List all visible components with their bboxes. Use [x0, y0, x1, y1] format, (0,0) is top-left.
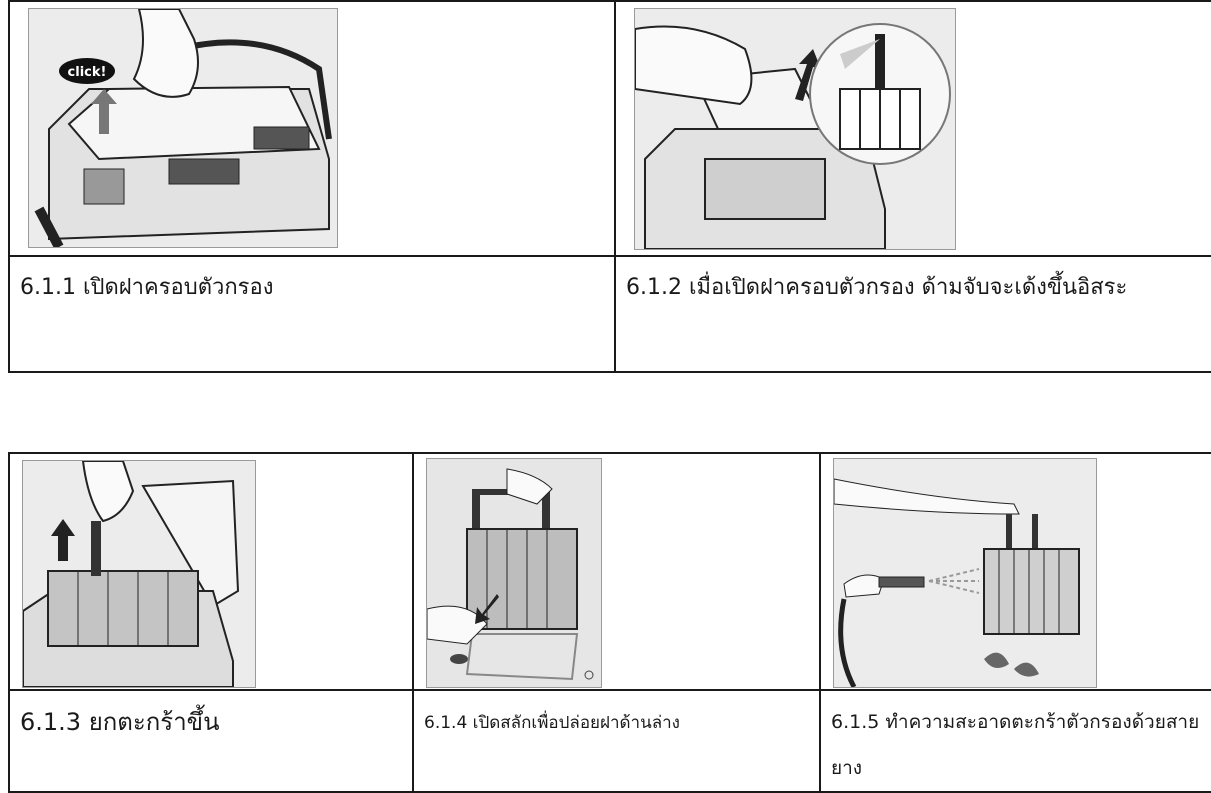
hose-clean-illustration: [834, 459, 1096, 687]
step-611-caption: 6.1.1 เปิดฝาครอบตัวกรอง: [20, 275, 274, 300]
step-611-image-cell: click!: [8, 0, 616, 257]
step-615-caption-cell: 6.1.5 ทำความสะอาดตะกร้าตัวกรองด้วยสายยาง: [819, 689, 1211, 793]
step-611-caption-cell: 6.1.1 เปิดฝาครอบตัวกรอง: [8, 255, 616, 373]
step-611-illustration: click!: [28, 8, 338, 248]
step-612-caption-cell: 6.1.2 เมื่อเปิดฝาครอบตัวกรอง ด้ามจับจะเด…: [614, 255, 1211, 373]
instruction-table-top: click!: [8, 0, 1211, 373]
step-614-caption-cell: 6.1.4 เปิดสลักเพื่อปล่อยฝาด้านล่าง: [412, 689, 821, 793]
handle-pops-up-illustration: [635, 9, 955, 249]
step-614-illustration: [426, 458, 602, 688]
step-615-image-cell: [819, 452, 1211, 691]
open-latch-illustration: [427, 459, 601, 687]
lift-basket-illustration: [23, 461, 255, 687]
click-badge-text: click!: [68, 65, 107, 80]
step-612-illustration: [634, 8, 956, 250]
instruction-table-bottom: 6.1.3 ยกตะกร้าขึ้น 6.1.4 เปิดสลักเพื่อปล…: [8, 452, 1211, 793]
step-615-caption: 6.1.5 ทำความสะอาดตะกร้าตัวกรองด้วยสายยาง: [831, 711, 1200, 779]
step-612-caption: 6.1.2 เมื่อเปิดฝาครอบตัวกรอง ด้ามจับจะเด…: [626, 275, 1128, 300]
step-615-illustration: [833, 458, 1097, 688]
robot-lid-open-illustration: click!: [29, 9, 337, 247]
step-614-image-cell: [412, 452, 821, 691]
step-613-illustration: [22, 460, 256, 688]
step-613-image-cell: [8, 452, 414, 691]
step-614-caption: 6.1.4 เปิดสลักเพื่อปล่อยฝาด้านล่าง: [424, 713, 680, 733]
step-613-caption-cell: 6.1.3 ยกตะกร้าขึ้น: [8, 689, 414, 793]
step-612-image-cell: [614, 0, 1211, 257]
step-613-caption: 6.1.3 ยกตะกร้าขึ้น: [20, 708, 220, 736]
